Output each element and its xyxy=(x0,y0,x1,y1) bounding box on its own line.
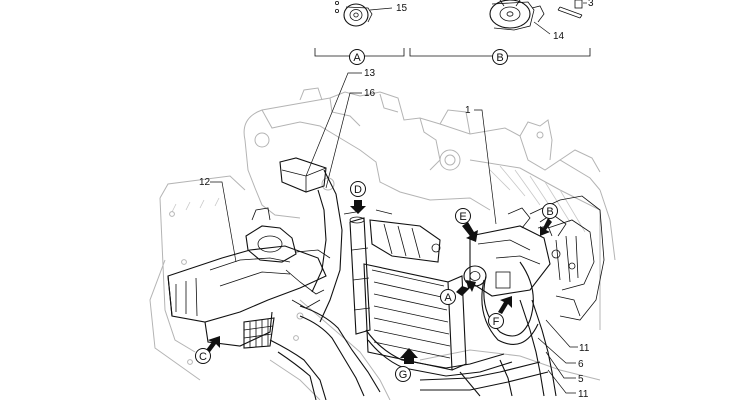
svg-text:D: D xyxy=(354,184,362,196)
arrow-e-mark xyxy=(462,222,478,242)
view-callout-f: F xyxy=(488,313,504,329)
part-label-14: 14 xyxy=(553,31,565,42)
detail-callouts: A B xyxy=(349,49,508,65)
part-label-13: 13 xyxy=(364,68,376,79)
arrow-b-mark xyxy=(540,218,552,236)
svg-text:F: F xyxy=(493,316,500,328)
compressor-assembly xyxy=(463,195,605,345)
svg-text:B: B xyxy=(496,52,503,64)
svg-text:A: A xyxy=(353,52,361,64)
part-label-15: 15 xyxy=(396,3,408,14)
svg-text:B: B xyxy=(546,206,553,218)
part-label-11-upper: 11 xyxy=(579,343,590,354)
detail-callout-b: B xyxy=(492,49,508,65)
arrow-d-mark xyxy=(350,200,366,214)
machine-frame-sketch xyxy=(149,87,616,400)
control-module xyxy=(279,157,343,323)
view-callout-d: D xyxy=(350,181,366,197)
view-callouts: D E B A F C G xyxy=(195,181,558,382)
view-callout-c: C xyxy=(195,348,211,364)
view-callout-g: G xyxy=(395,366,411,382)
svg-text:E: E xyxy=(459,211,466,223)
view-callout-e: E xyxy=(455,208,471,224)
arrow-f-mark xyxy=(498,296,512,314)
part-label-1: 1 xyxy=(465,105,471,116)
svg-text:C: C xyxy=(199,351,207,363)
detail-view-a xyxy=(334,0,393,27)
part-label-12: 12 xyxy=(199,177,211,188)
part-label-5: 5 xyxy=(578,374,584,385)
arrow-c-mark xyxy=(206,336,220,352)
view-callout-b: B xyxy=(542,203,558,219)
part-labels: 15 3 14 13 16 1 12 11 6 5 11 xyxy=(199,0,594,400)
view-callout-a: A xyxy=(440,289,456,305)
arrow-g-mark xyxy=(400,348,418,364)
arrow-a-mark xyxy=(456,280,476,296)
part-label-11-lower: 11 xyxy=(578,389,589,400)
detail-callout-a: A xyxy=(349,49,365,65)
part-label-6: 6 xyxy=(578,359,584,370)
svg-text:G: G xyxy=(399,369,408,381)
part-label-16: 16 xyxy=(364,88,376,99)
air-conditioning-unit xyxy=(167,207,331,349)
detail-view-b xyxy=(489,0,587,35)
svg-text:A: A xyxy=(444,292,452,304)
refrigerant-hoses xyxy=(269,299,557,400)
direction-arrows xyxy=(206,200,552,364)
part-label-3: 3 xyxy=(588,0,594,9)
condenser xyxy=(343,209,467,371)
leader-lines xyxy=(210,72,578,394)
